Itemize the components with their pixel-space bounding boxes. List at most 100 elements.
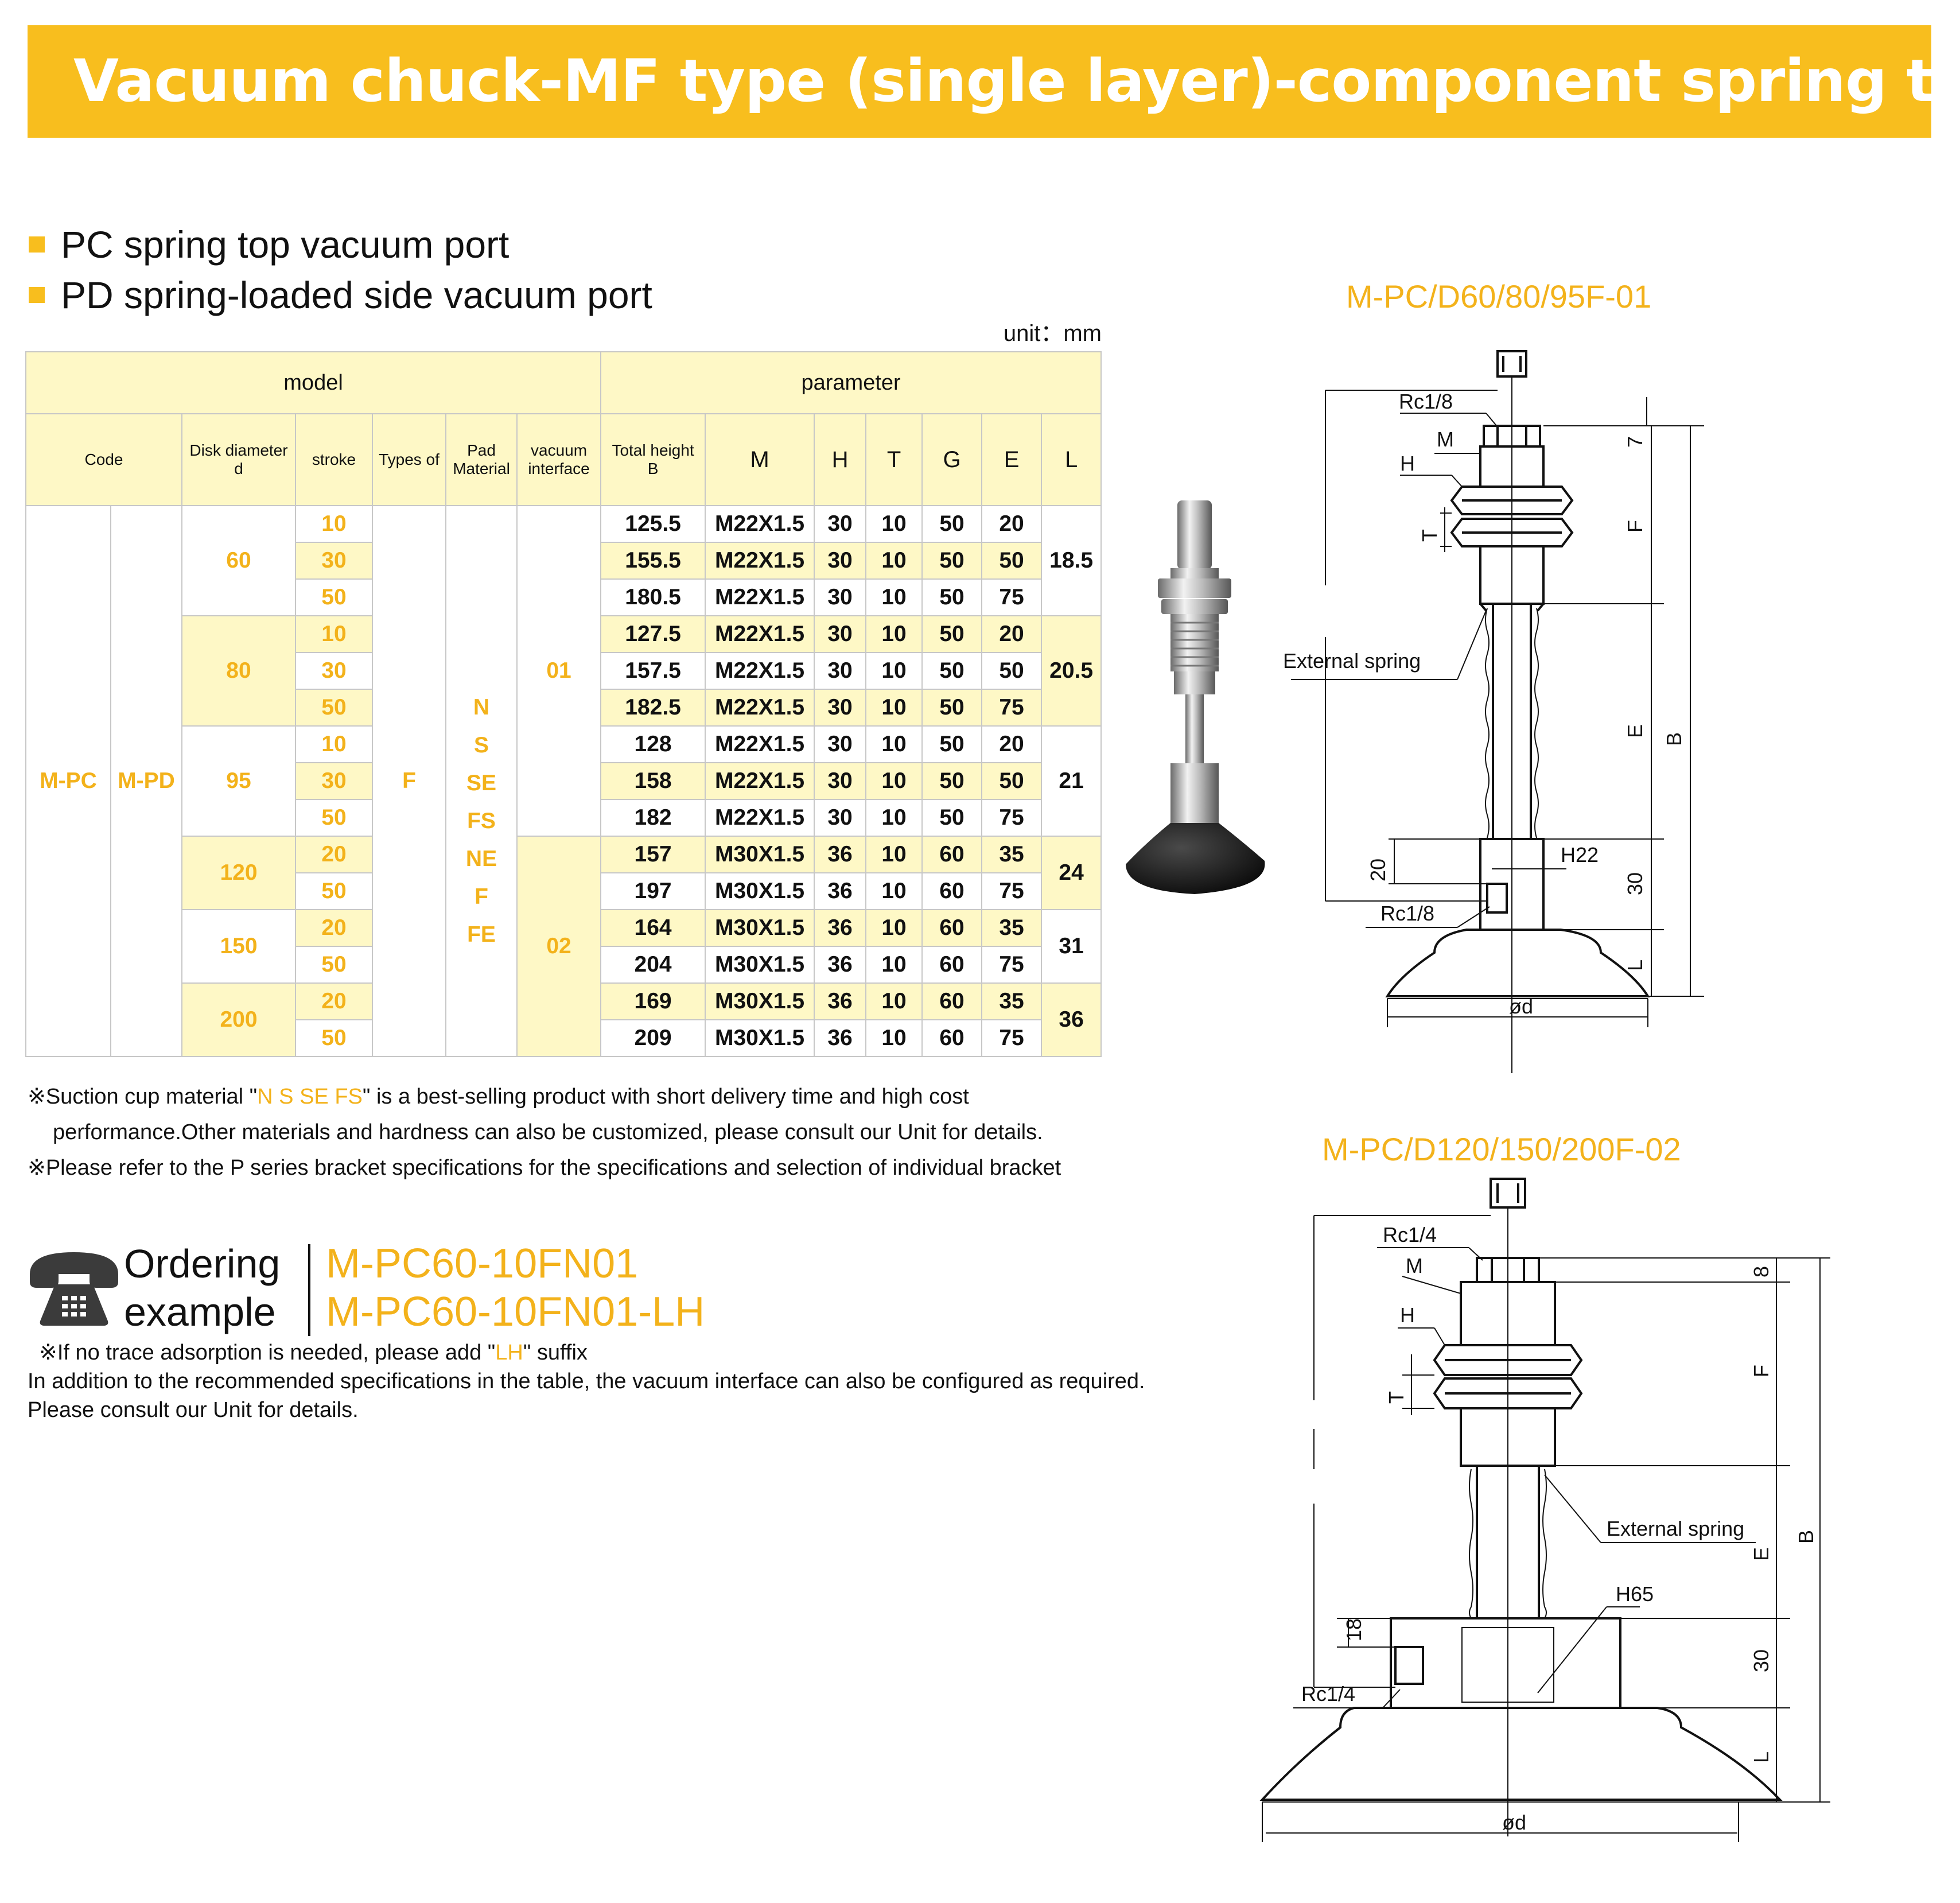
param-cell: M30X1.5 [705, 982, 815, 1020]
divider [308, 1244, 310, 1336]
vacuum-interface-cell: 02 [516, 836, 602, 1057]
material-item: FE [467, 922, 496, 947]
col-types: Types of [372, 413, 446, 506]
product-photo [1126, 500, 1265, 894]
param-cell: 36 [814, 982, 867, 1020]
order-suffix-note: ※If no trace adsorption is needed, pleas… [39, 1341, 588, 1365]
param-cell: 10 [865, 689, 923, 727]
param-cell: 158 [600, 762, 706, 800]
param-cell: M30X1.5 [705, 946, 815, 984]
param-cell: 75 [981, 689, 1043, 727]
l-value: 18.5 [1041, 505, 1102, 616]
param-cell: 10 [865, 725, 923, 763]
code-pc: M-PC [25, 505, 111, 1057]
stroke-cell: 10 [295, 615, 373, 653]
disk-diameter: 95 [181, 725, 296, 837]
col-e: E [981, 413, 1043, 506]
svg-text:E: E [1749, 1547, 1773, 1561]
svg-text:F: F [1623, 520, 1647, 533]
param-cell: M30X1.5 [705, 872, 815, 910]
param-cell: M22X1.5 [705, 762, 815, 800]
param-cell: 128 [600, 725, 706, 763]
param-cell: 30 [814, 652, 867, 690]
telephone-icon [30, 1252, 118, 1326]
notes: ※Suction cup material "N S SE FS" is a b… [28, 1079, 1061, 1186]
stroke-cell: 50 [295, 872, 373, 910]
param-cell: 10 [865, 505, 923, 543]
param-cell: 127.5 [600, 615, 706, 653]
svg-text:H: H [1400, 1303, 1415, 1327]
param-cell: 50 [921, 615, 983, 653]
param-cell: 60 [921, 909, 983, 947]
order-code: M-PC60-10FN01 [326, 1241, 639, 1287]
svg-text:F: F [1749, 1365, 1773, 1377]
stroke-cell: 20 [295, 836, 373, 873]
param-cell: 50 [921, 505, 983, 543]
param-cell: 10 [865, 615, 923, 653]
disk-diameter: 120 [181, 836, 296, 910]
param-cell: 75 [981, 946, 1043, 984]
vacuum-interface-cell: 01 [516, 505, 602, 837]
material-item: F [475, 884, 488, 909]
col-stroke: stroke [295, 413, 373, 506]
param-cell: M30X1.5 [705, 1019, 815, 1057]
param-cell: 10 [865, 542, 923, 580]
svg-text:M: M [1437, 428, 1454, 451]
param-cell: 36 [814, 872, 867, 910]
order-code: M-PC60-10FN01-LH [326, 1289, 705, 1335]
param-cell: 30 [814, 578, 867, 616]
svg-text:H22: H22 [1561, 843, 1599, 867]
svg-text:H: H [1400, 452, 1415, 475]
param-cell: M22X1.5 [705, 505, 815, 543]
svg-text:External spring: External spring [1607, 1517, 1744, 1540]
param-cell: M22X1.5 [705, 542, 815, 580]
svg-text:ød: ød [1509, 995, 1533, 1018]
unit-label: unit：mm [1003, 321, 1102, 346]
stroke-cell: 20 [295, 909, 373, 947]
param-cell: 60 [921, 946, 983, 984]
param-cell: 35 [981, 909, 1043, 947]
svg-text:Rc1/4: Rc1/4 [1383, 1223, 1437, 1246]
col-m: M [705, 413, 815, 506]
svg-text:M: M [1406, 1254, 1423, 1277]
param-cell: 10 [865, 799, 923, 837]
col-t: T [865, 413, 923, 506]
param-cell: M22X1.5 [705, 578, 815, 616]
param-cell: 20 [981, 725, 1043, 763]
param-cell: 60 [921, 872, 983, 910]
note-material-cont: performance.Other materials and hardness… [53, 1120, 1043, 1144]
param-cell: 10 [865, 946, 923, 984]
svg-text:L: L [1749, 1751, 1773, 1763]
param-cell: 50 [921, 725, 983, 763]
param-cell: 50 [921, 542, 983, 580]
stroke-cell: 30 [295, 542, 373, 580]
svg-text:H65: H65 [1616, 1582, 1654, 1606]
param-cell: 50 [921, 762, 983, 800]
param-cell: 10 [865, 872, 923, 910]
param-cell: 157 [600, 836, 706, 873]
param-cell: 209 [600, 1019, 706, 1057]
param-cell: 30 [814, 542, 867, 580]
svg-text:18: 18 [1342, 1618, 1366, 1641]
col-g: G [921, 413, 983, 506]
l-value: 20.5 [1041, 615, 1102, 727]
param-cell: 75 [981, 799, 1043, 837]
param-cell: 50 [981, 542, 1043, 580]
figure2-title: M-PC/D120/150/200F-02 [1322, 1131, 1681, 1167]
stroke-cell: 30 [295, 762, 373, 800]
param-cell: 30 [814, 505, 867, 543]
type-cell: F [372, 505, 446, 1057]
param-cell: 60 [921, 982, 983, 1020]
param-cell: 20 [981, 615, 1043, 653]
material-item: SE [466, 771, 497, 795]
